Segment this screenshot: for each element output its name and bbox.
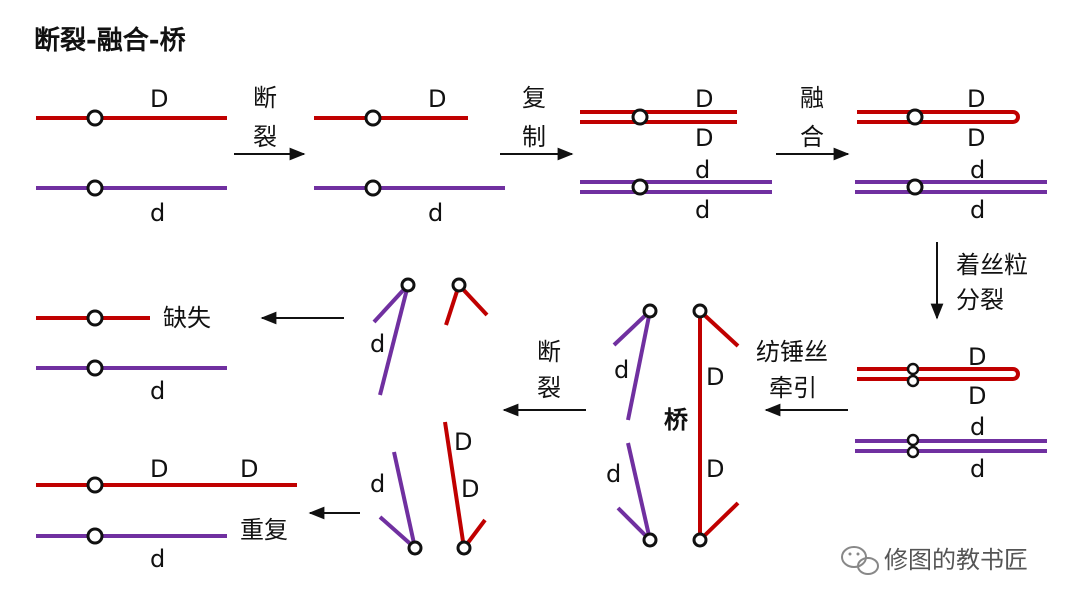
wechat-icon: [841, 546, 879, 575]
stage-original: D d: [36, 85, 227, 227]
svg-text:D: D: [967, 124, 985, 152]
centromere: [906, 108, 924, 126]
centromere: [451, 277, 467, 293]
watermark: 修图的教书匠: [841, 546, 1028, 575]
svg-text:裂: 裂: [253, 123, 277, 151]
svg-text:d: d: [150, 545, 165, 573]
svg-text:d: d: [970, 156, 985, 184]
svg-text:D: D: [240, 455, 258, 483]
allele-D-label: D: [428, 85, 446, 113]
svg-text:D: D: [706, 363, 724, 391]
duplication-label: 重复: [240, 516, 288, 544]
centromere: [906, 374, 920, 388]
svg-text:D: D: [968, 382, 986, 410]
svg-text:d: d: [970, 196, 985, 224]
allele-d-label: d: [428, 199, 443, 227]
svg-text:着丝粒: 着丝粒: [956, 251, 1028, 279]
centromere: [86, 179, 104, 197]
svg-text:复: 复: [522, 84, 546, 112]
centromere: [692, 303, 708, 319]
centromere: [364, 179, 382, 197]
svg-text:裂: 裂: [537, 374, 561, 402]
svg-text:融: 融: [800, 84, 824, 112]
centromere: [642, 532, 658, 548]
stage-replicated: D D d d: [580, 85, 772, 224]
centromere: [86, 359, 104, 377]
diagram-title: 断裂-融合-桥: [34, 25, 187, 56]
centromere: [86, 476, 104, 494]
centromere: [906, 362, 920, 376]
svg-text:D: D: [967, 85, 985, 113]
svg-text:D: D: [695, 85, 713, 113]
allele-D-label: D: [150, 85, 168, 113]
centromere: [906, 433, 920, 447]
stage-bridge-broken: d d D D: [370, 277, 489, 556]
centromere: [364, 109, 382, 127]
svg-text:D: D: [695, 124, 713, 152]
allele-d-label: d: [150, 199, 165, 227]
svg-text:D: D: [706, 455, 724, 483]
svg-text:断: 断: [253, 84, 277, 112]
step-replicate: 复 制: [500, 84, 574, 161]
svg-text:分裂: 分裂: [956, 286, 1004, 314]
deletion-label: 缺失: [163, 304, 211, 332]
svg-text:D: D: [454, 428, 472, 456]
stage-broken: D d: [314, 85, 505, 227]
svg-text:d: d: [970, 413, 985, 441]
svg-text:d: d: [370, 330, 385, 358]
step-spindle-pull: 纺锤丝 牵引: [756, 338, 848, 417]
svg-text:牵引: 牵引: [769, 374, 817, 402]
svg-text:断: 断: [537, 338, 561, 366]
centromere: [906, 445, 920, 459]
svg-text:d: d: [370, 470, 385, 498]
svg-text:d: d: [970, 455, 985, 483]
svg-text:d: d: [695, 196, 710, 224]
centromere: [906, 178, 924, 196]
watermark-text: 修图的教书匠: [884, 546, 1028, 574]
svg-text:合: 合: [800, 123, 824, 151]
svg-text:D: D: [968, 343, 986, 371]
centromere: [407, 540, 423, 556]
result-deletion: 缺失 d: [36, 304, 227, 405]
svg-text:d: d: [695, 156, 710, 184]
result-duplication: D D 重复 d: [36, 455, 297, 573]
svg-text:d: d: [614, 356, 629, 384]
centromere: [86, 309, 104, 327]
step-centromere-split: 着丝粒 分裂: [930, 242, 1028, 320]
step-break-1: 断 裂: [234, 84, 306, 161]
centromere: [631, 108, 649, 126]
centromere: [86, 109, 104, 127]
centromere: [456, 540, 472, 556]
svg-text:制: 制: [522, 123, 546, 151]
centromere: [692, 532, 708, 548]
svg-text:D: D: [150, 455, 168, 483]
svg-text:D: D: [461, 475, 479, 503]
svg-text:纺锤丝: 纺锤丝: [756, 338, 828, 366]
centromere: [86, 527, 104, 545]
stage-centromere-split: D D d d: [855, 343, 1047, 483]
step-break-2: 断 裂: [502, 338, 586, 417]
svg-text:d: d: [606, 460, 621, 488]
centromere: [400, 277, 416, 293]
step-fusion: 融 合: [776, 84, 850, 161]
centromere: [631, 178, 649, 196]
stage-bridge: d d D D 桥: [606, 303, 740, 548]
svg-text:d: d: [150, 377, 165, 405]
centromere: [642, 303, 658, 319]
stage-fused: D D d d: [855, 85, 1047, 224]
bridge-label: 桥: [664, 406, 689, 434]
